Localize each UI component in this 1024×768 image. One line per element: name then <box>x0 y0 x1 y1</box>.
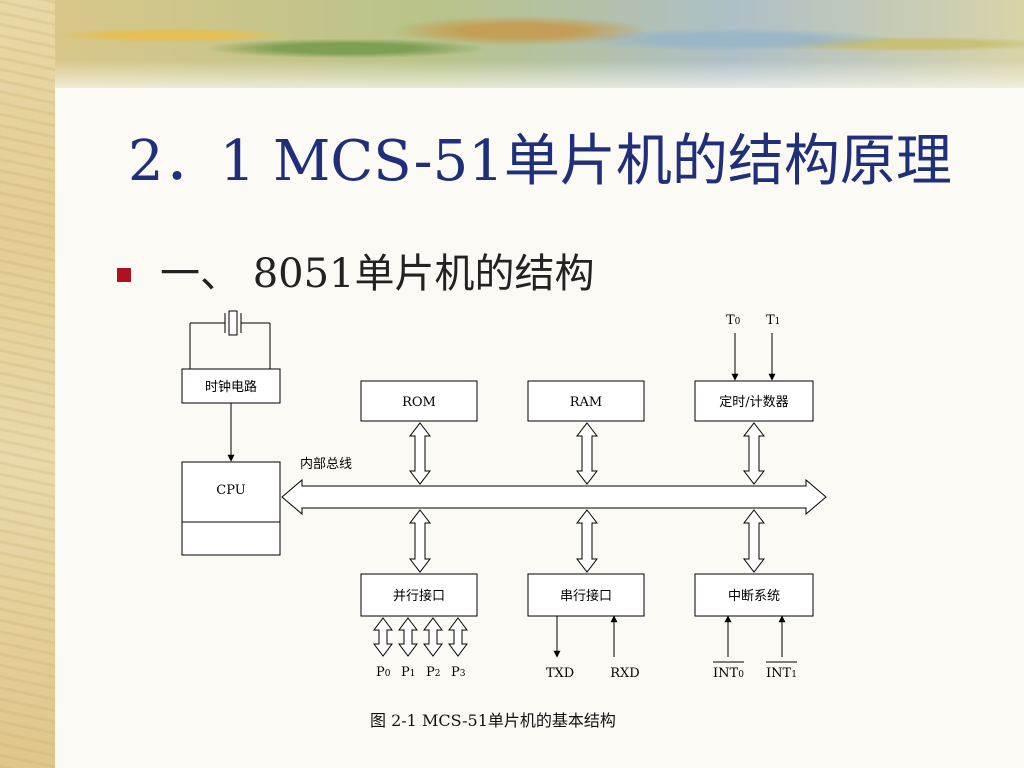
ram-block <box>527 380 645 422</box>
port-p1-arrow <box>398 617 418 657</box>
parallel-interface-label: 并行接口 <box>393 588 445 604</box>
port-p2-arrow <box>423 617 443 657</box>
clock-circuit-block <box>181 368 281 404</box>
banner-fade <box>55 60 1024 100</box>
rom-bus-connector <box>408 422 432 485</box>
t1-label: T1 <box>766 313 780 328</box>
serial-interface-block <box>527 573 645 617</box>
int1-label: INT1 <box>766 666 797 681</box>
t0-label: T0 <box>726 313 741 328</box>
crystal-oscillator <box>189 310 271 369</box>
timer-bus-connector <box>742 422 766 485</box>
interrupt-system-block <box>694 573 814 617</box>
slide-title: 2．1 MCS-51单片机的结构原理 <box>128 129 952 194</box>
parallel-bus-connector <box>408 509 432 573</box>
clock-circuit-label: 时钟电路 <box>205 379 257 395</box>
decorative-left-strip <box>0 0 55 768</box>
timer-counter-label: 定时/计数器 <box>719 395 788 410</box>
ram-bus-connector <box>575 422 599 485</box>
rom-label: ROM <box>402 395 436 410</box>
rom-block <box>360 380 478 422</box>
port-p0-label: P0 <box>376 665 391 680</box>
rxd-label: RXD <box>610 666 639 681</box>
cpu-block <box>181 461 281 556</box>
port-p3-arrow <box>448 617 468 657</box>
bullet-square-icon <box>117 268 131 282</box>
timer-counter-block <box>694 380 814 422</box>
internal-bus-label: 内部总线 <box>300 456 352 472</box>
interrupt-system-label: 中断系统 <box>728 589 780 604</box>
serial-bus-connector <box>575 509 599 573</box>
slide-subtitle: 一、 8051单片机的结构 <box>160 251 595 297</box>
cpu-label: CPU <box>216 483 245 498</box>
int0-label: INT0 <box>713 666 744 681</box>
port-p2-label: P2 <box>426 665 440 680</box>
serial-interface-label: 串行接口 <box>560 588 612 604</box>
interrupt-bus-connector <box>742 509 766 573</box>
ram-label: RAM <box>570 395 603 410</box>
port-p0-arrow <box>373 617 393 657</box>
internal-bus-arrow <box>281 478 827 516</box>
port-p1-label: P1 <box>401 665 415 680</box>
port-p3-label: P3 <box>451 665 466 680</box>
parallel-interface-block <box>360 573 478 617</box>
txd-label: TXD <box>546 666 574 681</box>
figure-caption: 图 2-1 MCS-51单片机的基本结构 <box>370 711 616 730</box>
